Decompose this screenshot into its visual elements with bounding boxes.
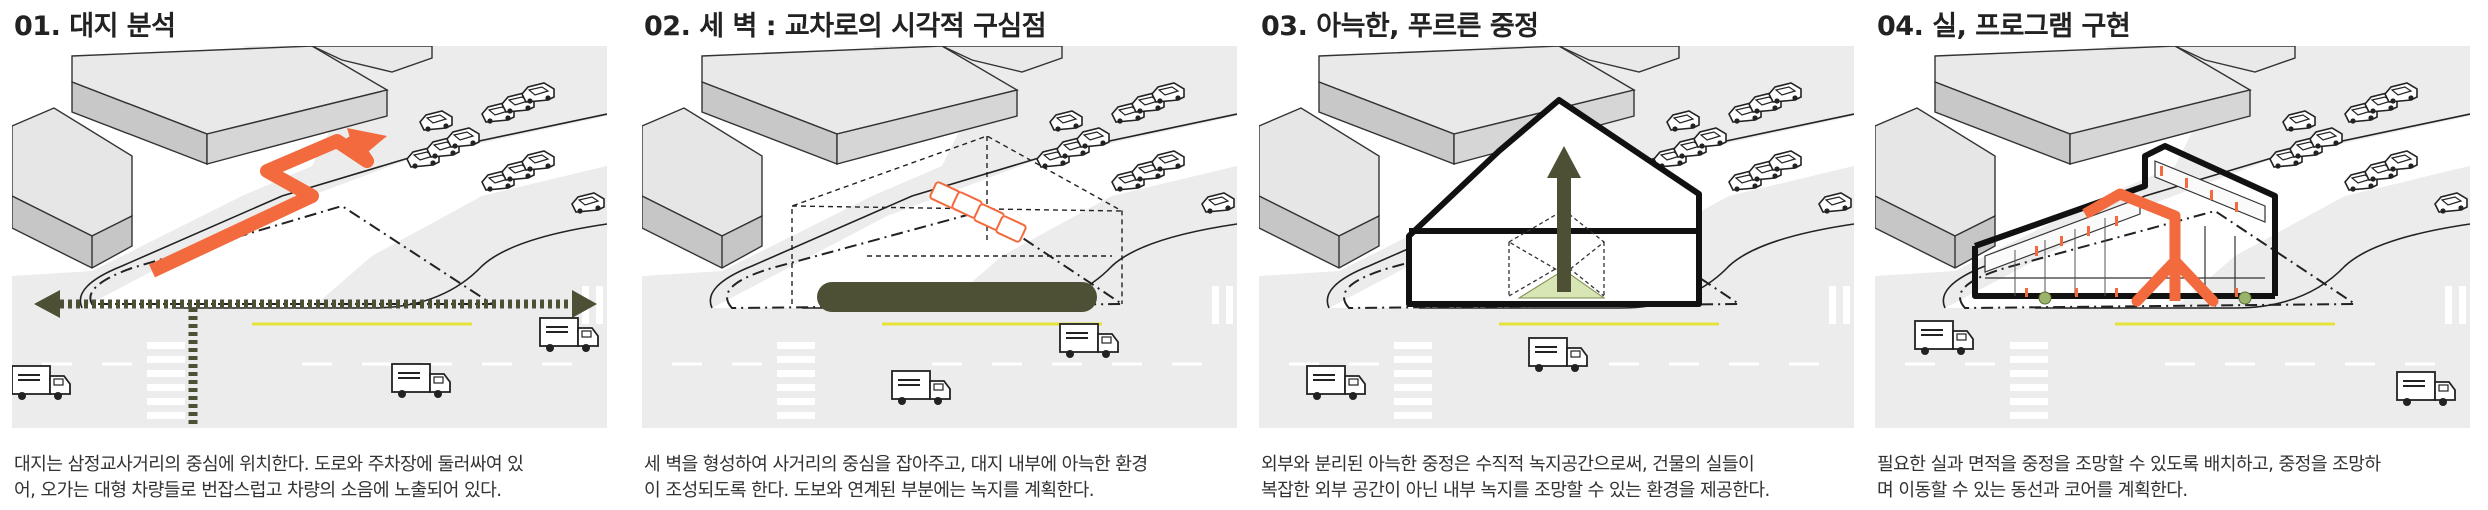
panel-caption: 세 벽을 형성하여 사거리의 중심을 잡아주고, 대지 내부에 아늑한 환경 이… xyxy=(644,454,1148,501)
arrow-up-icon xyxy=(1547,146,1581,178)
panel-title: 01. 대지 분석 xyxy=(14,11,176,42)
mullions xyxy=(2014,218,2106,296)
tree-icons xyxy=(2038,291,2252,305)
panel-title: 04. 실, 프로그램 구현 xyxy=(1877,11,2131,42)
site-boundary xyxy=(89,204,496,305)
traffic-flow-line xyxy=(149,132,374,278)
three-walls-diagram xyxy=(642,46,1237,428)
vertical-axis xyxy=(1557,174,1571,292)
courtyard-diagram xyxy=(1259,46,1854,428)
traffic-cars xyxy=(929,181,1027,243)
circulation-branch xyxy=(2131,255,2219,307)
panel-caption: 대지는 삼정교사거리의 중심에 위치한다. 도로와 주차장에 둘러싸여 있 어,… xyxy=(14,454,524,501)
panel-title: 03. 아늑한, 푸르른 중정 xyxy=(1261,11,1539,42)
arrow-left-icon xyxy=(34,290,60,318)
program-diagram xyxy=(1875,46,2470,428)
panel-title: 02. 세 벽 : 교차로의 시각적 구심점 xyxy=(644,11,1047,42)
panel-caption: 외부와 분리된 아늑한 중정은 수직적 녹지공간으로써, 건물의 실들이 복잡한… xyxy=(1261,454,1770,501)
green-strip xyxy=(817,282,1097,312)
arrow-up-right-icon xyxy=(347,128,387,161)
panel-site-analysis: 01. 대지 분석 대지는 삼정교사거리의 중심에 위치한다. 도로와 주차장에… xyxy=(12,0,607,510)
panel-caption: 필요한 실과 면적을 중정을 조망할 수 있도록 배치하고, 중정을 조망하 며… xyxy=(1877,454,2381,501)
site-boundary xyxy=(1343,209,1743,310)
site-analysis-diagram xyxy=(12,46,607,428)
site-boundary xyxy=(726,209,1126,310)
panel-program: 04. 실, 프로그램 구현 xyxy=(1875,0,2470,510)
building-mass xyxy=(1406,97,1702,307)
arrow-right-icon xyxy=(572,290,597,318)
people-marks xyxy=(2025,166,2238,297)
panel-courtyard: 03. 아늑한, 푸르른 중정 외부와 분리된 아늑한 중정은 수직적 녹지공간… xyxy=(1259,0,1854,510)
panel-three-walls: 02. 세 벽 : 교차로의 시각적 구심점 세 벽을 형성하여 사거리의 중심… xyxy=(642,0,1237,510)
